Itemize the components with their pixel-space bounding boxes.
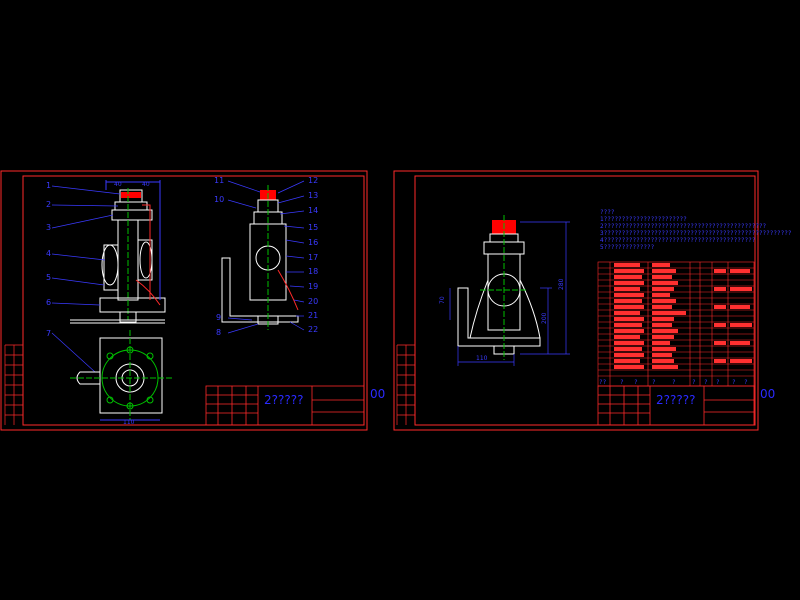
bom-footer-4: ?: [652, 379, 656, 386]
dim-label-top-right: 40: [142, 181, 150, 188]
part-number-3: 3: [46, 223, 51, 232]
part-number-15: 15: [308, 223, 318, 232]
sheet-1: 1 2 3 4 5 6 7 40 40 110: [0, 170, 385, 431]
note-heading: ????: [600, 209, 615, 216]
part-number-10: 10: [214, 195, 224, 204]
note-line-1: 1???????????????????????: [600, 216, 687, 223]
dim-label-flange: 70: [439, 296, 446, 304]
part-number-19: 19: [308, 282, 318, 291]
sheet-2-title-suffix: 00: [760, 387, 775, 401]
part-number-1: 1: [46, 181, 51, 190]
note-line-5: 5??????????????: [600, 244, 655, 251]
part-number-20: 20: [308, 297, 318, 306]
dim-label-plan-width: 110: [123, 419, 135, 426]
plan-view: [70, 330, 172, 421]
part-number-17: 17: [308, 253, 318, 262]
part-number-8: 8: [216, 328, 221, 337]
dim-label-top-left: 40: [114, 181, 122, 188]
bracket-dimensions: [449, 221, 570, 366]
part-number-4: 4: [46, 249, 51, 258]
part-number-13: 13: [308, 191, 318, 200]
note-line-4: 4???????????????????????????????????????…: [600, 237, 756, 244]
bom-footer-3: ?: [634, 379, 638, 386]
front-section-view: [70, 180, 166, 324]
sheet-1-side-strip: [4, 344, 23, 425]
bom-footer-row: ?? ? ? ? ? ? ? ? ? ?: [599, 379, 748, 386]
part-number-5: 5: [46, 273, 51, 282]
sheet-2-outer-border: [393, 170, 759, 431]
sheet-1-title-suffix: 00: [370, 387, 385, 401]
part-number-22: 22: [308, 325, 318, 334]
bom-cell-fills: [614, 263, 752, 369]
part-number-9: 9: [216, 313, 221, 322]
part-number-12: 12: [308, 176, 318, 185]
sheet-1-inner-border: [22, 175, 365, 426]
side-section-view: [221, 185, 299, 330]
front-view-leaders: [51, 185, 121, 373]
dim-label-lower-height: 200: [541, 312, 548, 324]
technical-notes: ???? 1??????????????????????? 2?????????…: [600, 209, 792, 251]
part-number-16: 16: [308, 238, 318, 247]
bom-footer-10: ?: [744, 379, 748, 386]
bom-footer-6: ?: [692, 379, 696, 386]
bom-footer-8: ?: [716, 379, 720, 386]
note-line-3: 3???????????????????????????????????????…: [600, 230, 792, 237]
bom-footer-2: ?: [620, 379, 624, 386]
part-number-6: 6: [46, 298, 51, 307]
part-number-21: 21: [308, 311, 318, 320]
dim-label-base-width: 110: [476, 355, 488, 362]
bom-footer-9: ?: [732, 379, 736, 386]
sheet-1-title-text: 2?????: [264, 393, 303, 407]
part-number-14: 14: [308, 206, 318, 215]
part-number-7: 7: [46, 329, 51, 338]
sheet-2-title-text: 2?????: [656, 393, 695, 407]
sheet-2: 70 280 200 110 ???? 1???????????????????…: [393, 170, 792, 431]
bracket-part-view: [457, 215, 541, 360]
part-number-11: 11: [214, 176, 224, 185]
bom-footer-7: ?: [704, 379, 708, 386]
note-line-2: 2???????????????????????????????????????…: [600, 223, 767, 230]
sheet-2-side-strip: [396, 344, 415, 425]
sheet-2-inner-border: [414, 175, 756, 426]
bom-footer-5: ?: [672, 379, 676, 386]
dim-label-overall-height: 280: [558, 278, 565, 290]
side-view-leaders: [227, 180, 305, 334]
sheet-2-title-block: [597, 385, 755, 426]
bom-footer-1: ??: [599, 379, 607, 386]
part-number-2: 2: [46, 200, 51, 209]
sheet-1-outer-border: [0, 170, 368, 431]
sheet-1-title-block: [205, 385, 365, 426]
part-number-18: 18: [308, 267, 318, 276]
